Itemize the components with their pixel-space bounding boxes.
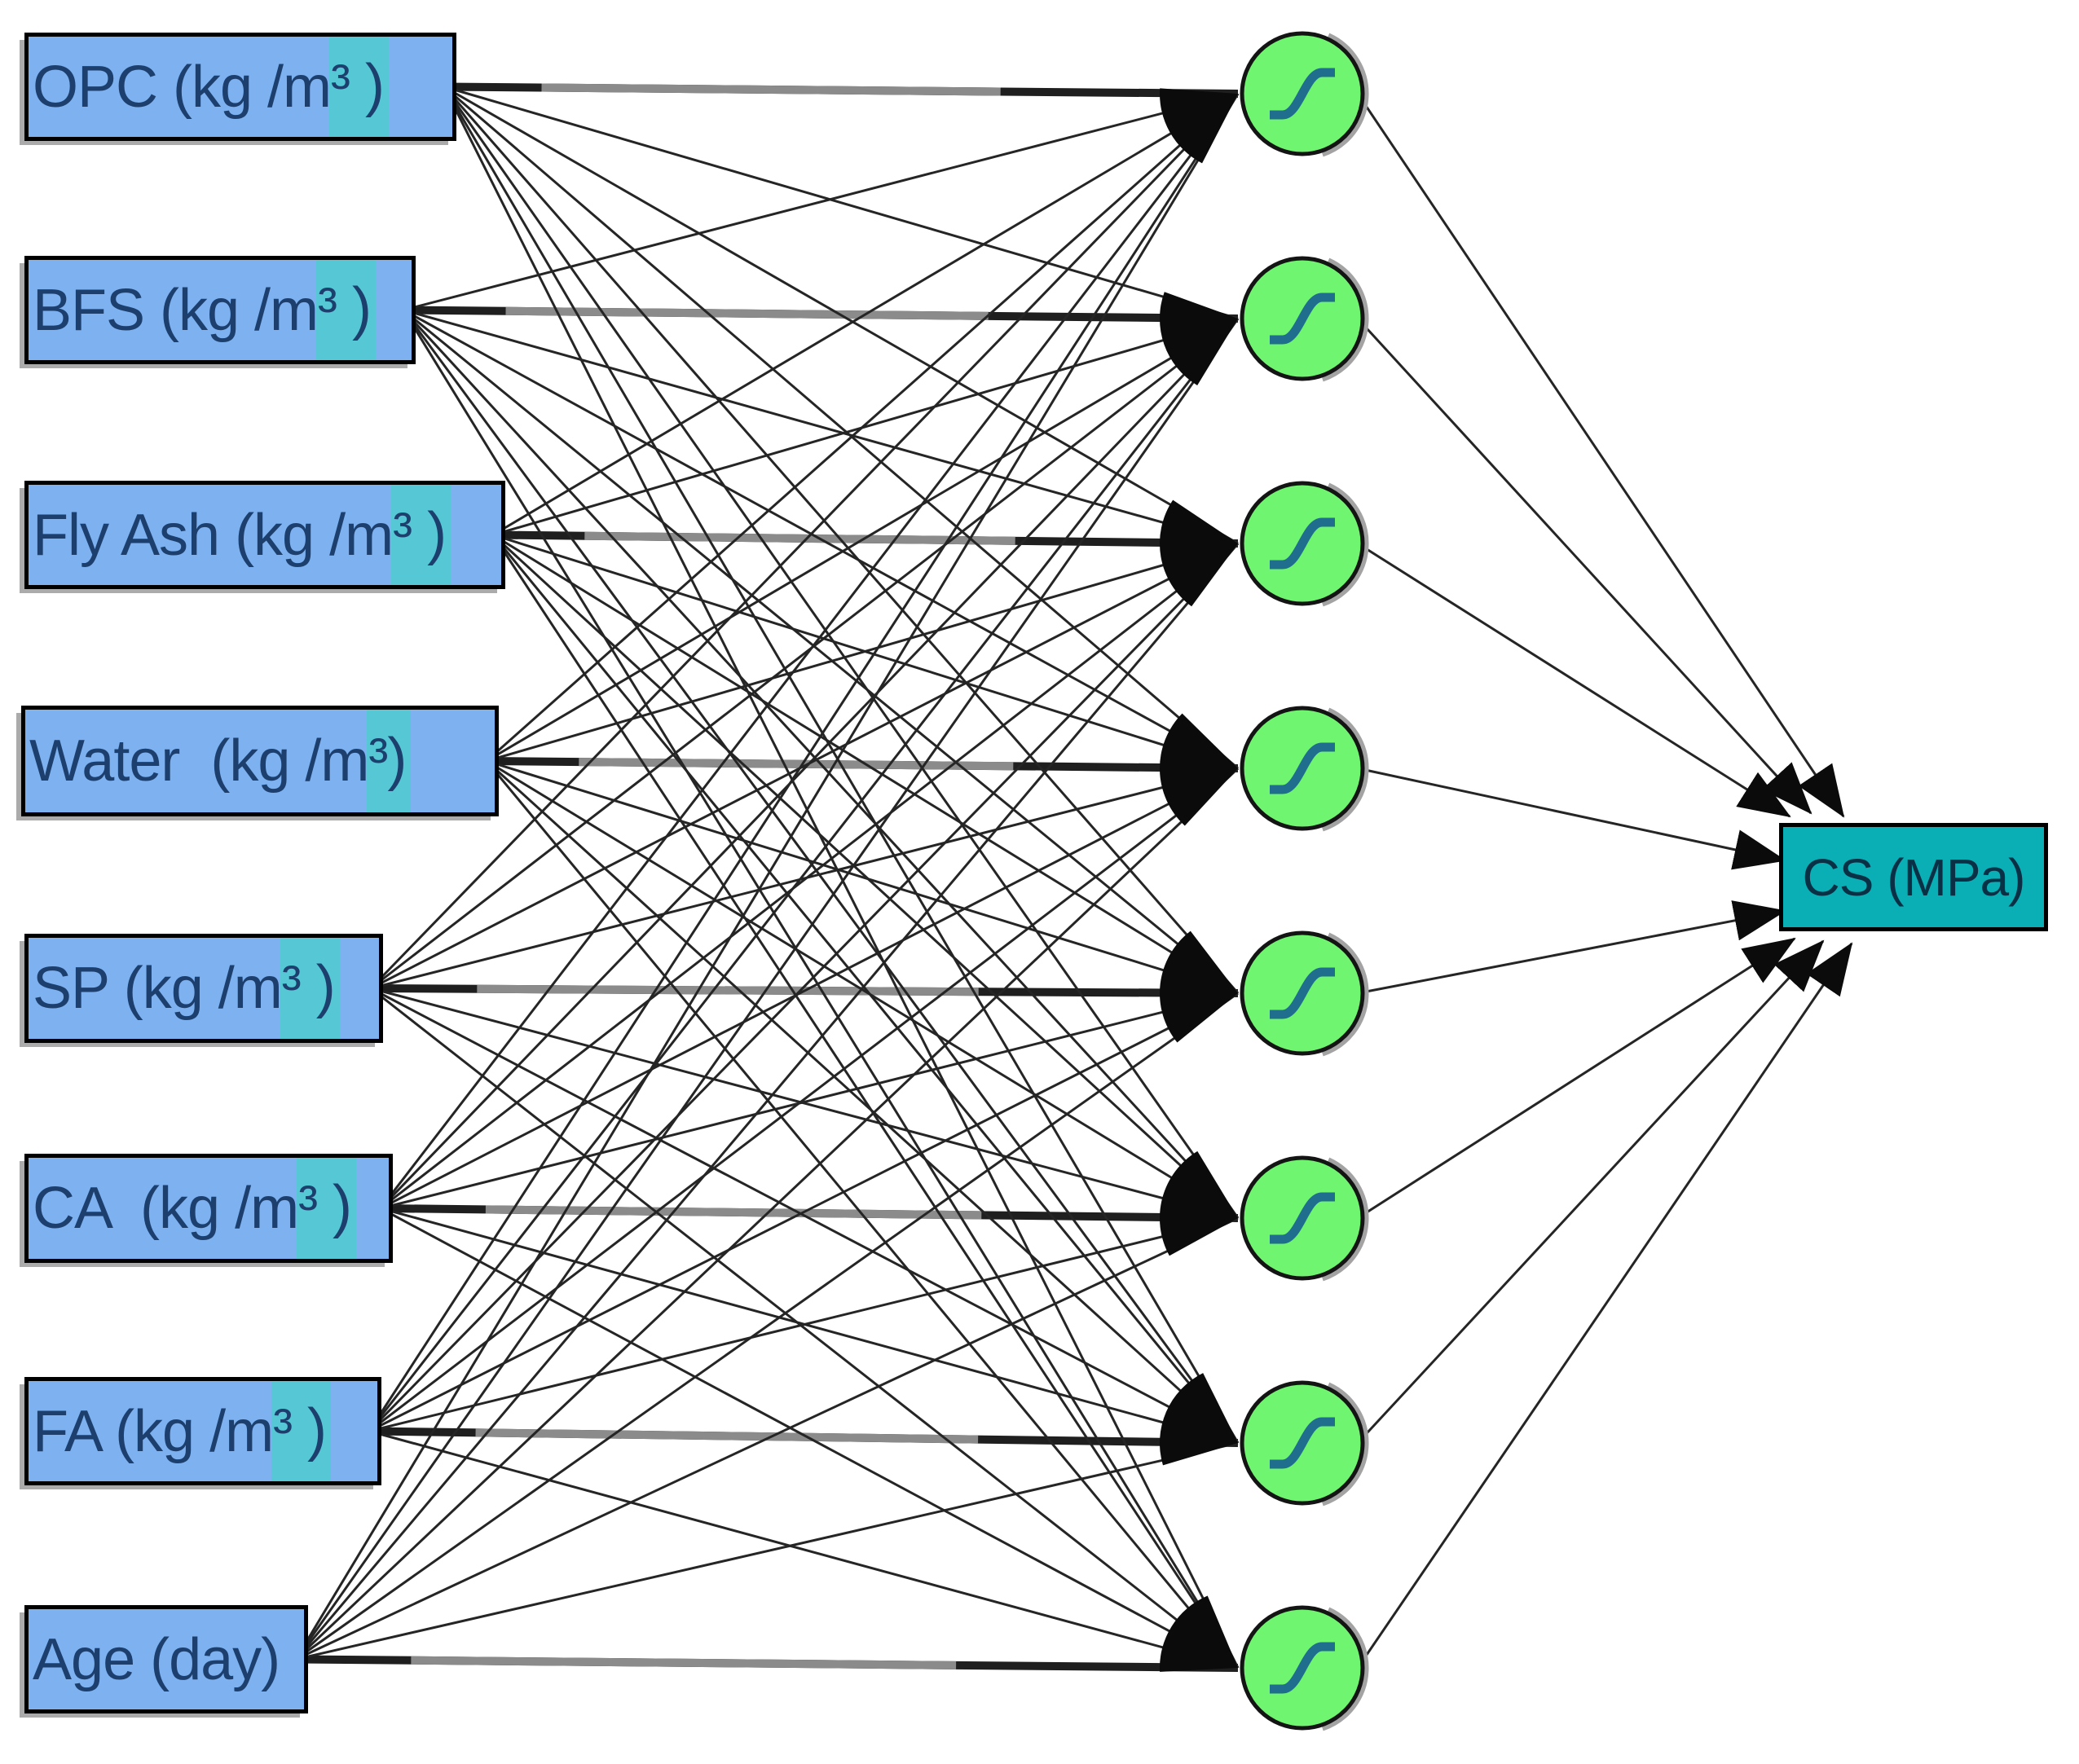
label-highlight: ³ ) bbox=[280, 938, 340, 1039]
input-label: Water (kg /m bbox=[29, 728, 369, 794]
label-highlight: ³ ) bbox=[297, 1158, 357, 1259]
label-highlight: ³ ) bbox=[329, 37, 389, 137]
input-label: Age (day) bbox=[33, 1626, 280, 1692]
label-highlight: ³ ) bbox=[316, 260, 377, 360]
label-highlight: ³) bbox=[367, 710, 412, 812]
input-label: OPC (kg /m bbox=[33, 54, 332, 120]
output-node-cs: CS (MPa) bbox=[1779, 823, 2048, 931]
input-label: SP (kg /m bbox=[33, 956, 283, 1021]
label-highlight: ³ ) bbox=[271, 1381, 332, 1481]
input-label: CA (kg /m bbox=[33, 1176, 299, 1241]
input-label: FA (kg /m bbox=[33, 1398, 274, 1464]
output-label: CS (MPa) bbox=[1802, 847, 2026, 907]
label-highlight: ³ ) bbox=[391, 485, 451, 585]
input-label: Fly Ash (kg /m bbox=[33, 502, 394, 568]
input-label: BFS (kg /m bbox=[33, 277, 319, 343]
input-node-age: Age (day) bbox=[24, 1605, 308, 1713]
